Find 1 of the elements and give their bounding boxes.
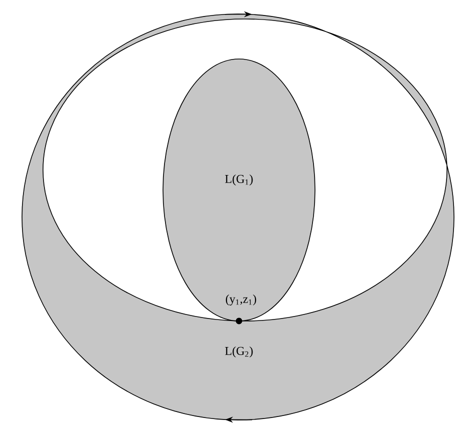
point-label: (y$_{1}$,z$_{1}$) <box>226 294 256 306</box>
